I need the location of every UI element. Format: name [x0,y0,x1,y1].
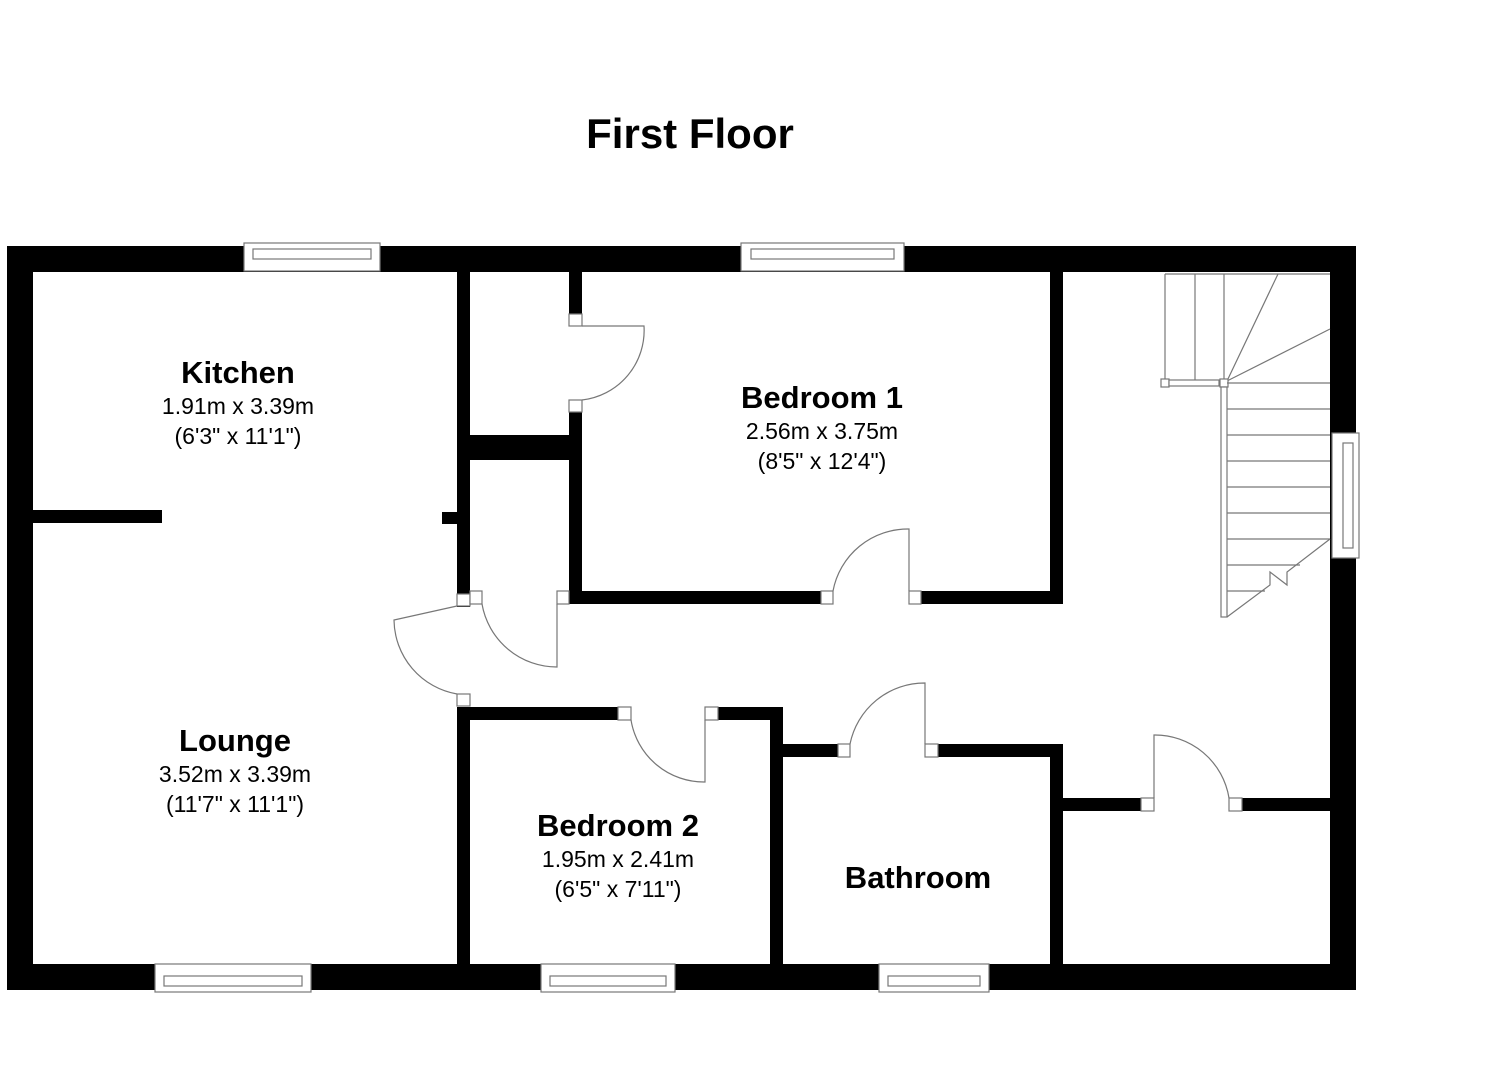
room-label-kitchen: Kitchen 1.91m x 3.39m (6'3" x 11'1") [162,355,314,451]
room-dimensions-metric: 2.56m x 3.75m [745,418,899,444]
room-label-bedroom-1: Bedroom 1 2.56m x 3.75m (8'5" x 12'4") [741,380,903,476]
outer-walls [7,246,1356,990]
room-name: Bedroom 2 [537,808,699,843]
room-name: Bathroom [844,860,992,895]
room-dimensions-imperial: (11'7" x 11'1") [165,791,305,817]
room-label-bedroom-2: Bedroom 2 1.95m x 2.41m (6'5" x 7'11") [537,808,699,904]
room-name: Bedroom 1 [741,380,903,415]
room-dimensions-imperial: (8'5" x 12'4") [757,448,887,474]
doors [393,313,1243,812]
staircase [1160,273,1331,618]
room-name: Kitchen [181,355,295,390]
room-dimensions-metric: 1.91m x 3.39m [161,393,315,419]
interior-walls [33,272,1330,964]
room-label-bathroom: Bathroom [845,860,991,896]
room-dimensions-metric: 3.52m x 3.39m [158,761,312,787]
room-dimensions-imperial: (6'3" x 11'1") [174,423,302,449]
room-label-lounge: Lounge 3.52m x 3.39m (11'7" x 11'1") [159,723,311,819]
room-dimensions-metric: 1.95m x 2.41m [541,846,695,872]
room-dimensions-imperial: (6'5" x 7'11") [554,876,682,902]
floor-title: First Floor [586,110,794,157]
windows [154,242,1360,993]
room-name: Lounge [179,723,291,758]
